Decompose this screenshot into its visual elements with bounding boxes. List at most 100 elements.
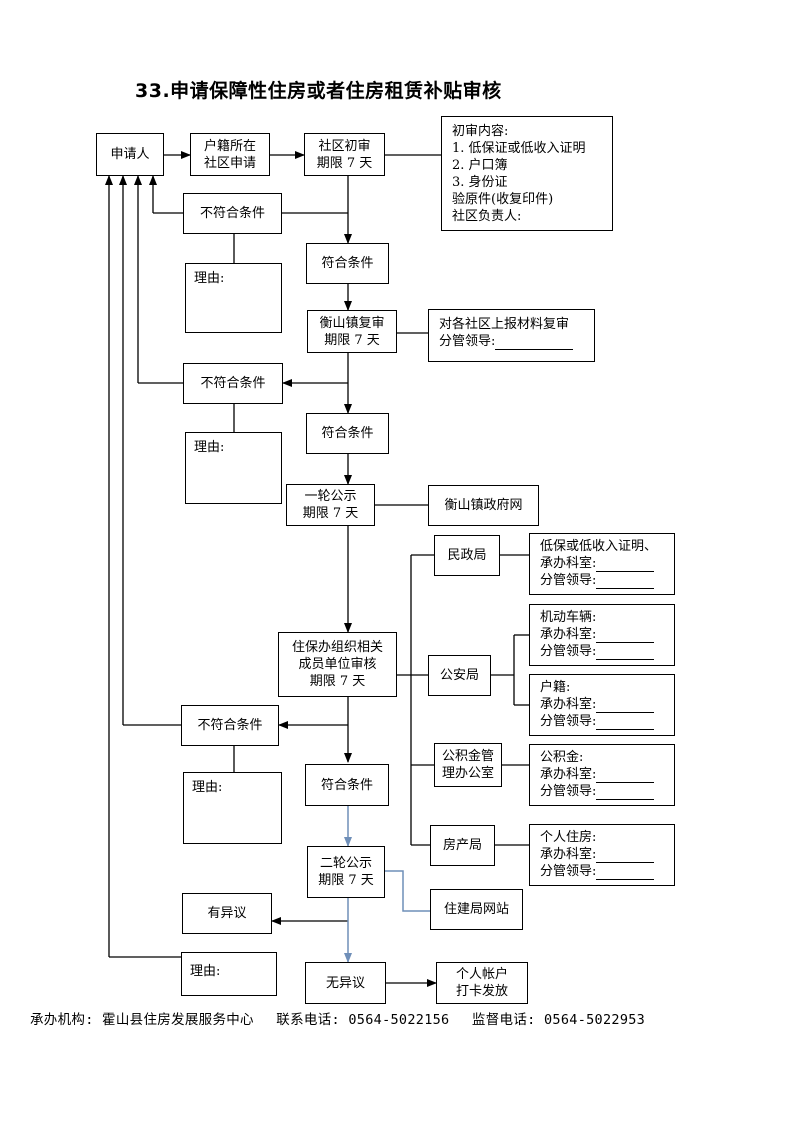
fund-office-line-2: 理办公室	[441, 766, 494, 781]
vehicle-note-box: 机动车辆: 承办科室: 分管领导:	[529, 604, 675, 666]
joint-review-line-2: 成员单位审核	[298, 657, 377, 672]
footer-supervision-phone: 监督电话: 0564-5022953	[471, 1012, 646, 1028]
household-note-dept-label: 承办科室:	[540, 697, 597, 712]
housing-note-leader-blank	[596, 865, 655, 880]
community-apply-box: 户籍所在 社区申请	[190, 133, 270, 176]
fund-office-line-1: 公积金管	[441, 749, 494, 764]
joint-review-box: 住保办组织相关 成员单位审核 期限 7 天	[278, 632, 397, 697]
fund-note-dept-blank	[596, 768, 655, 783]
payout-line-1: 个人帐户	[455, 967, 508, 982]
vehicle-note-line-3: 分管领导:	[540, 643, 674, 660]
reason-box-1: 理由:	[185, 263, 282, 333]
reason-box-2: 理由:	[185, 432, 282, 504]
town-review-note-box: 对各社区上报材料复审 分管领导:	[428, 309, 595, 362]
vehicle-note-leader-blank	[596, 645, 655, 660]
reason-label-3: 理由:	[192, 780, 223, 795]
town-review-line-1: 衡山镇复审	[319, 315, 385, 331]
initial-content-line-2: 1. 低保证或低收入证明	[452, 141, 586, 156]
civil-note-leader-blank	[596, 574, 655, 589]
fund-note-leader-blank	[596, 785, 655, 800]
second-publicity-box: 二轮公示 期限 7 天	[307, 846, 385, 898]
not-qualified-box-2: 不符合条件	[183, 363, 283, 404]
police-box: 公安局	[428, 655, 491, 696]
household-note-line-3: 分管领导:	[540, 713, 674, 730]
initial-content-line-6: 社区负责人:	[452, 209, 522, 224]
vehicle-note-dept-label: 承办科室:	[540, 627, 597, 642]
qualified-box-1: 符合条件	[306, 243, 389, 284]
reason-label-4: 理由:	[190, 964, 221, 979]
household-note-line-1: 户籍:	[540, 680, 571, 695]
civil-affairs-label: 民政局	[447, 548, 487, 563]
joint-review-line-1: 住保办组织相关	[291, 640, 383, 655]
housing-bureau-label: 房产局	[442, 838, 482, 853]
initial-content-line-1: 初审内容:	[452, 124, 509, 139]
not-qualified-box-1: 不符合条件	[183, 193, 282, 234]
vehicle-note-leader-label: 分管领导:	[540, 644, 597, 659]
not-qualified-label-2: 不符合条件	[200, 376, 266, 391]
civil-note-line-1: 低保或低收入证明、	[540, 539, 658, 554]
fund-note-line-1: 公积金:	[540, 750, 584, 765]
household-note-leader-blank	[596, 715, 655, 730]
initial-review-content-box: 初审内容: 1. 低保证或低收入证明 2. 户口簿 3. 身份证 验原件(收复印…	[441, 116, 613, 231]
not-qualified-label-1: 不符合条件	[199, 206, 265, 221]
first-publicity-box: 一轮公示 期限 7 天	[286, 484, 375, 526]
town-note-leader-label: 分管领导:	[439, 334, 496, 349]
first-publicity-line-2: 期限 7 天	[302, 506, 359, 521]
initial-content-line-4: 3. 身份证	[452, 175, 508, 190]
page-title: 33.申请保障性住房或者住房租赁补贴审核	[135, 80, 502, 102]
household-note-line-2: 承办科室:	[540, 696, 674, 713]
objection-box: 有异议	[182, 893, 272, 934]
community-review-line-1: 社区初审	[318, 138, 371, 154]
civil-note-dept-label: 承办科室:	[540, 556, 597, 571]
qualified-box-3: 符合条件	[305, 764, 389, 806]
household-note-dept-blank	[596, 698, 655, 713]
no-objection-box: 无异议	[305, 962, 386, 1004]
reason-label-2: 理由:	[194, 440, 225, 455]
reason-box-3: 理由:	[183, 772, 282, 844]
town-website-label: 衡山镇政府网	[444, 498, 523, 513]
second-publicity-line-1: 二轮公示	[319, 856, 372, 871]
community-review-line-2: 期限 7 天	[316, 155, 373, 171]
police-label: 公安局	[439, 668, 479, 683]
joint-review-line-3: 期限 7 天	[309, 674, 366, 689]
fund-note-line-2: 承办科室:	[540, 766, 674, 783]
vehicle-note-line-1: 机动车辆:	[540, 610, 597, 625]
household-note-leader-label: 分管领导:	[540, 714, 597, 729]
initial-content-line-3: 2. 户口簿	[452, 158, 508, 173]
qualified-label-1: 符合条件	[321, 256, 374, 271]
community-review-box: 社区初审 期限 7 天	[304, 133, 385, 176]
civil-affairs-box: 民政局	[434, 535, 500, 576]
community-apply-line-1: 户籍所在	[203, 138, 256, 154]
first-publicity-line-1: 一轮公示	[304, 489, 357, 504]
household-note-box: 户籍: 承办科室: 分管领导:	[529, 674, 675, 736]
vehicle-note-line-2: 承办科室:	[540, 626, 674, 643]
fund-note-line-3: 分管领导:	[540, 783, 674, 800]
civil-note-leader-label: 分管领导:	[540, 573, 597, 588]
civil-note-dept-blank	[596, 557, 655, 572]
qualified-label-2: 符合条件	[321, 426, 374, 441]
housing-note-leader-label: 分管领导:	[540, 864, 597, 879]
construction-website-box: 住建局网站	[430, 889, 523, 930]
housing-note-dept-label: 承办科室:	[540, 847, 597, 862]
town-note-line-2: 分管领导:	[439, 333, 594, 350]
applicant-label: 申请人	[110, 147, 150, 162]
vehicle-note-dept-blank	[596, 628, 655, 643]
initial-content-line-5: 验原件(收复印件)	[452, 192, 554, 207]
fund-note-dept-label: 承办科室:	[540, 767, 597, 782]
civil-affairs-note-box: 低保或低收入证明、 承办科室: 分管领导:	[529, 533, 675, 595]
footer: 承办机构: 霍山县住房发展服务中心 联系电话: 0564-5022156 监督电…	[30, 1008, 659, 1028]
town-review-box: 衡山镇复审 期限 7 天	[307, 310, 397, 353]
housing-note-dept-blank	[596, 848, 655, 863]
housing-note-line-1: 个人住房:	[540, 830, 597, 845]
no-objection-label: 无异议	[325, 975, 365, 991]
second-publicity-line-2: 期限 7 天	[318, 873, 374, 888]
community-apply-line-2: 社区申请	[203, 155, 256, 171]
housing-bureau-box: 房产局	[430, 825, 495, 866]
civil-note-line-2: 承办科室:	[540, 555, 674, 572]
reason-label-1: 理由:	[194, 271, 225, 286]
fund-note-leader-label: 分管领导:	[540, 784, 597, 799]
civil-note-line-3: 分管领导:	[540, 572, 674, 589]
construction-website-label: 住建局网站	[443, 902, 509, 917]
town-note-signature-blank	[495, 335, 574, 350]
